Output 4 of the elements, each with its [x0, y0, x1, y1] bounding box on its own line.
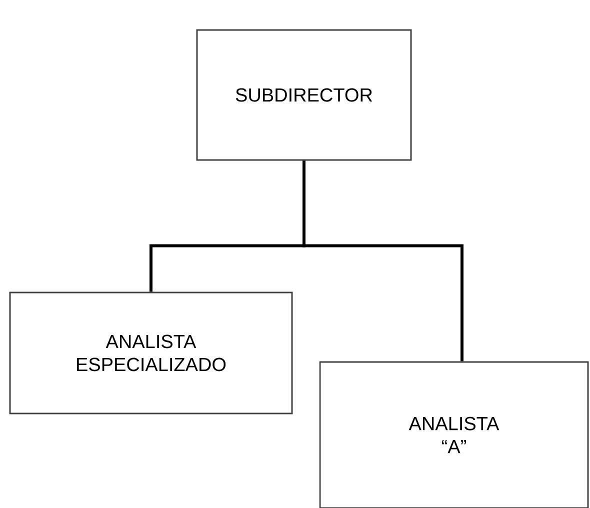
connector-line [302, 160, 464, 362]
position-box: ANALISTA ESPECIALIZADO [9, 292, 293, 414]
position-box: SUBDIRECTOR [196, 29, 412, 161]
position-box: ANALISTA “A” [319, 361, 589, 508]
